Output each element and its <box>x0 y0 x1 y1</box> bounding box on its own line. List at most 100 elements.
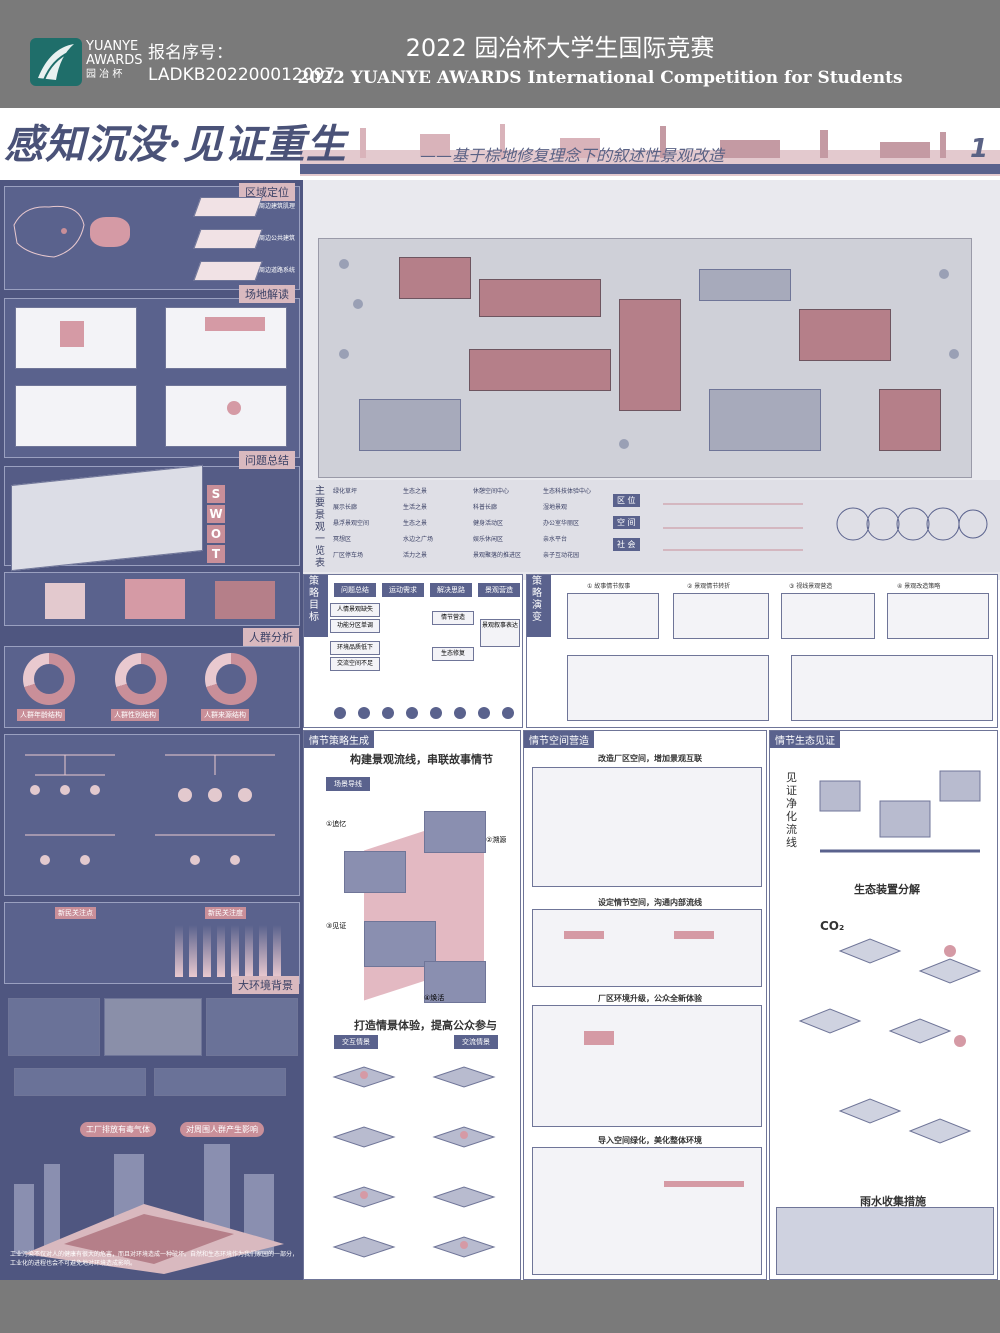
goal-header-3: 解决思路 <box>430 583 472 597</box>
left-analysis-column: 区域定位 周边建筑肌理 周边公共建筑 周边道路系统 场地解读 问题总结 S W … <box>0 180 303 1280</box>
strategy-goal-tag: 策略目标 <box>304 575 328 637</box>
problem-axonometric <box>11 464 203 572</box>
space-diagram-2 <box>532 909 762 987</box>
swot-o: O <box>207 525 225 543</box>
route-label: 场景导线 <box>326 777 370 791</box>
experience-exchange: 交流情景 <box>454 1035 498 1049</box>
plot-strategy-tag: 情节策略生成 <box>304 731 374 748</box>
overview-item: 娱乐休闲区 <box>473 536 504 543</box>
overview-item: 亲子互动花园 <box>543 552 580 559</box>
source-donut <box>205 653 257 705</box>
plan-tree <box>353 299 363 309</box>
competition-header: YUANYE AWARDS 园 冶 杯 报名序号： LADKB202200012… <box>0 0 1000 108</box>
eco-flow-label: 见证净化流线 <box>786 771 797 849</box>
plan-tree <box>619 439 629 449</box>
evolution-diagram-6 <box>791 655 993 721</box>
attention-bar-4 <box>217 925 225 977</box>
city-skyline-graphic <box>14 1144 284 1274</box>
goal-box-6: 生态修复 <box>432 647 474 661</box>
overview-item: 生态之景 <box>403 488 428 495</box>
site-tag: 场地解读 <box>239 285 295 303</box>
overview-item: 绿化草坪 <box>333 488 358 495</box>
space-highlight-3 <box>584 1031 614 1045</box>
plan-tree <box>339 349 349 359</box>
plan-tree <box>339 259 349 269</box>
space-highlight-1 <box>564 931 604 939</box>
logo-line-2: AWARDS <box>86 53 143 68</box>
overview-grid: 绿化草坪生态之景休憩空间中心生态科技体验中心展示长廊生活之景科普长廊湿地景观悬浮… <box>333 486 613 566</box>
pill-affects-people: 对周围人群产生影响 <box>180 1122 264 1137</box>
region-item-3: 周边道路系统 <box>259 267 296 274</box>
yuanye-logo <box>30 38 82 86</box>
plan-building-5 <box>799 309 891 361</box>
strategy-goal-panel: 策略目标 问题总结 运动需求 解决思路 景观营造 人情景观缺失 功能分区单调 环… <box>303 574 523 728</box>
site-highlight-2 <box>205 317 265 331</box>
legend-district: 区 位 <box>613 494 640 507</box>
evolution-step-2: ② 景观情节转折 <box>687 583 731 590</box>
goal-header-4: 景观营造 <box>478 583 520 597</box>
plot-space-panel: 情节空间营造 改造厂区空间，增加景观互联 设定情节空间，沟通内部流线 厂区环境升… <box>523 730 767 1280</box>
overview-item: 健身活动区 <box>473 520 504 527</box>
purification-flow-diagram <box>819 770 981 853</box>
route-block-3 <box>364 921 436 967</box>
logo-line-3: 园 冶 杯 <box>86 69 123 80</box>
page-number: 1 <box>970 134 989 164</box>
site-diagram-3 <box>15 385 137 447</box>
plan-tree <box>949 349 959 359</box>
goal-header-1: 问题总结 <box>334 583 376 597</box>
overview-item: 悬浮景观空间 <box>333 520 370 527</box>
evolution-step-4: ④ 景观改造策略 <box>897 583 941 590</box>
strategy-evolution-tag: 策略演变 <box>527 575 551 637</box>
region-panel: 区域定位 周边建筑肌理 周边公共建筑 周边道路系统 <box>4 183 300 290</box>
plan-building-4 <box>619 299 681 411</box>
plot-space-tag: 情节空间营造 <box>524 731 594 748</box>
space-diagram-4 <box>532 1147 762 1275</box>
swot-t: T <box>207 545 225 563</box>
age-donut-label: 人群年龄结构 <box>17 709 65 721</box>
network-diagram <box>663 503 988 551</box>
attention-a-tag: 新民关注点 <box>55 907 96 919</box>
logo-text: YUANYE AWARDS 园 冶 杯 <box>86 40 143 82</box>
goal-box-4: 交流空间不足 <box>330 657 380 671</box>
plan-building-3 <box>469 349 611 391</box>
attention-bar-7 <box>259 925 267 977</box>
attention-panel: 新民关注点 新民关注度 <box>4 902 300 984</box>
attention-bar-5 <box>231 925 239 977</box>
attention-bar-8 <box>273 925 281 977</box>
eco-co2-label: CO₂ <box>820 919 845 933</box>
env-scene-3 <box>206 998 298 1056</box>
overview-item: 生态科技体验中心 <box>543 488 592 495</box>
overview-item: 生活之景 <box>403 504 428 511</box>
problem-panel: 问题总结 S W O T <box>4 451 300 572</box>
space-diagram-3 <box>532 1005 762 1127</box>
title-english: 2022 YUANYE AWARDS International Competi… <box>297 68 903 88</box>
experience-title: 打造情景体验，提高公众参与 <box>354 1019 497 1032</box>
goal-box-2: 功能分区单调 <box>330 619 380 633</box>
scene-strip <box>4 572 300 626</box>
evolution-step-1: ① 故事情节叙事 <box>587 583 631 590</box>
eco-device-title: 生态装置分解 <box>854 883 920 896</box>
env-scene-1 <box>8 998 100 1056</box>
evolution-diagram-1 <box>567 593 659 639</box>
space-title-2: 设定情节空间，沟通内部流线 <box>598 898 702 907</box>
overview-item: 休憩空间中心 <box>473 488 510 495</box>
space-highlight-2 <box>674 931 714 939</box>
experience-interactive: 交互情景 <box>334 1035 378 1049</box>
rain-title: 雨水收集措施 <box>860 1195 926 1208</box>
goal-box-3: 环境品质低下 <box>330 641 380 655</box>
age-donut <box>23 653 75 705</box>
pill-toxic-gas: 工厂排放有毒气体 <box>80 1122 156 1137</box>
region-layer-2 <box>193 229 263 249</box>
space-title-1: 改造厂区空间，增加景观互联 <box>598 754 702 763</box>
overview-item: 展示长廊 <box>333 504 358 511</box>
attention-bar-3 <box>203 925 211 977</box>
poster-title: 感知沉没·见证重生 <box>4 121 347 168</box>
region-item-1: 周边建筑肌理 <box>259 203 296 210</box>
region-layer-3 <box>193 261 263 281</box>
experience-vignettes <box>332 1066 496 1258</box>
overview-item: 水边之广场 <box>403 536 434 543</box>
factory-skyline-graphic <box>300 124 1000 176</box>
space-diagram-1 <box>532 767 762 887</box>
crowd-tag: 人群分析 <box>243 628 299 646</box>
plan-building-8 <box>359 399 461 451</box>
